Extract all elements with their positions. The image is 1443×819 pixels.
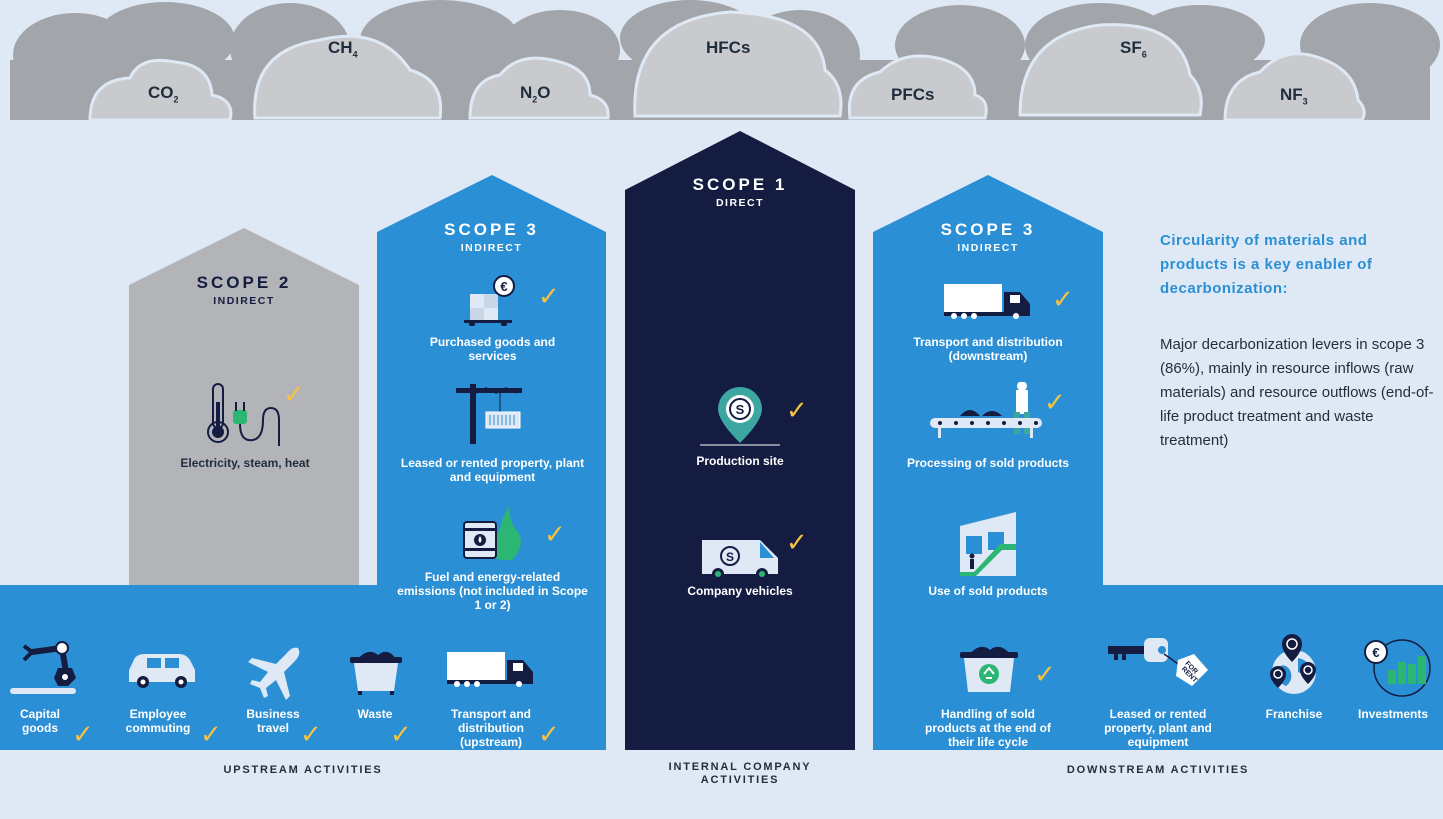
- svg-text:S: S: [736, 402, 745, 417]
- gas-label-nf3: NF3: [1280, 85, 1308, 107]
- globe-pins-icon: [1270, 634, 1316, 694]
- checkmark-icon: ✓: [786, 528, 808, 558]
- checkmark-icon: ✓: [1052, 285, 1074, 315]
- scope3-down-item-label: Processing of sold products: [906, 456, 1070, 470]
- sidebar-body: Major decarbonization levers in scope 3 …: [1160, 336, 1434, 449]
- upstream-item-label: Waste: [357, 707, 393, 721]
- truck-icon: [944, 284, 1030, 319]
- scope3-down-item-label: Transport and distribution (downstream): [913, 335, 1063, 363]
- robot-arm-icon: [10, 641, 76, 694]
- fuel-barrel-icon: [463, 506, 521, 560]
- key-tag-icon: FOR RENT: [1108, 638, 1208, 686]
- checkmark-icon: ✓: [538, 720, 560, 750]
- escalator-icon: [960, 512, 1016, 576]
- greenhouse-gas-clouds: [10, 0, 1440, 122]
- downstream-item-label: Handling of sold products at the end of …: [925, 707, 1051, 749]
- gas-label-hfcs: HFCs: [706, 38, 751, 57]
- scope1-item-label: Company vehicles: [687, 584, 793, 598]
- downstream-item-label: Investments: [1358, 707, 1429, 721]
- gas-label-co2: CO2: [148, 83, 179, 105]
- thermometer-plug-icon: [207, 383, 280, 446]
- scope2-item-label: Electricity, steam, heat: [180, 456, 310, 470]
- svg-text:S: S: [726, 550, 734, 564]
- gas-label-sf6: SF6: [1120, 38, 1147, 60]
- waste-bin-icon: [350, 651, 402, 695]
- crane-icon: [456, 384, 522, 444]
- scope3-down-item-label: Use of sold products: [928, 584, 1048, 598]
- scope3-up-item-label: Purchased goods and services: [429, 335, 556, 363]
- footer-upstream: UPSTREAM ACTIVITIES: [223, 764, 383, 776]
- checkmark-icon: ✓: [538, 282, 560, 312]
- footer-downstream: DOWNSTREAM ACTIVITIES: [1066, 764, 1250, 776]
- location-pin-icon: S: [700, 387, 780, 446]
- gas-label-n2o: N2O: [520, 83, 551, 105]
- checkmark-icon: ✓: [390, 720, 412, 750]
- checkmark-icon: ✓: [544, 520, 566, 550]
- conveyor-icon: [930, 382, 1042, 438]
- checkmark-icon: ✓: [200, 720, 222, 750]
- sidebar-title: Circularity of materials and products is…: [1160, 232, 1373, 297]
- checkmark-icon: ✓: [300, 720, 322, 750]
- checkmark-icon: ✓: [283, 380, 305, 410]
- gas-label-ch4: CH4: [328, 38, 358, 60]
- upstream-item-label: Business travel: [246, 707, 300, 735]
- truck-icon: [447, 652, 533, 687]
- gas-label-pfcs: PFCs: [891, 85, 935, 104]
- upstream-item-label: Transport and distribution (upstream): [450, 707, 531, 749]
- svg-text:€: €: [500, 279, 507, 294]
- recycle-bin-icon: [960, 646, 1018, 692]
- van-icon: S: [702, 540, 778, 580]
- downstream-item-label: Franchise: [1265, 707, 1323, 721]
- goods-cart-icon: €: [464, 275, 515, 326]
- scope3-upstream-house: [0, 175, 606, 750]
- airplane-icon: [248, 647, 300, 700]
- investment-chart-icon: €: [1364, 639, 1431, 697]
- scope1-item-label: Production site: [696, 454, 784, 468]
- upstream-item-label: Capital goods: [19, 707, 60, 735]
- upstream-item-label: Employee commuting: [125, 707, 191, 735]
- downstream-item-label: Leased or rented property, plant and equ…: [1104, 707, 1212, 749]
- checkmark-icon: ✓: [1034, 660, 1056, 690]
- checkmark-icon: ✓: [72, 720, 94, 750]
- scope3-up-item-label: Leased or rented property, plant and equ…: [400, 456, 585, 484]
- car-icon: [129, 654, 195, 688]
- checkmark-icon: ✓: [786, 396, 808, 426]
- checkmark-icon: ✓: [1044, 388, 1066, 418]
- scope3-up-item-label: Fuel and energy-related emissions (not i…: [397, 570, 588, 612]
- svg-text:€: €: [1372, 645, 1379, 660]
